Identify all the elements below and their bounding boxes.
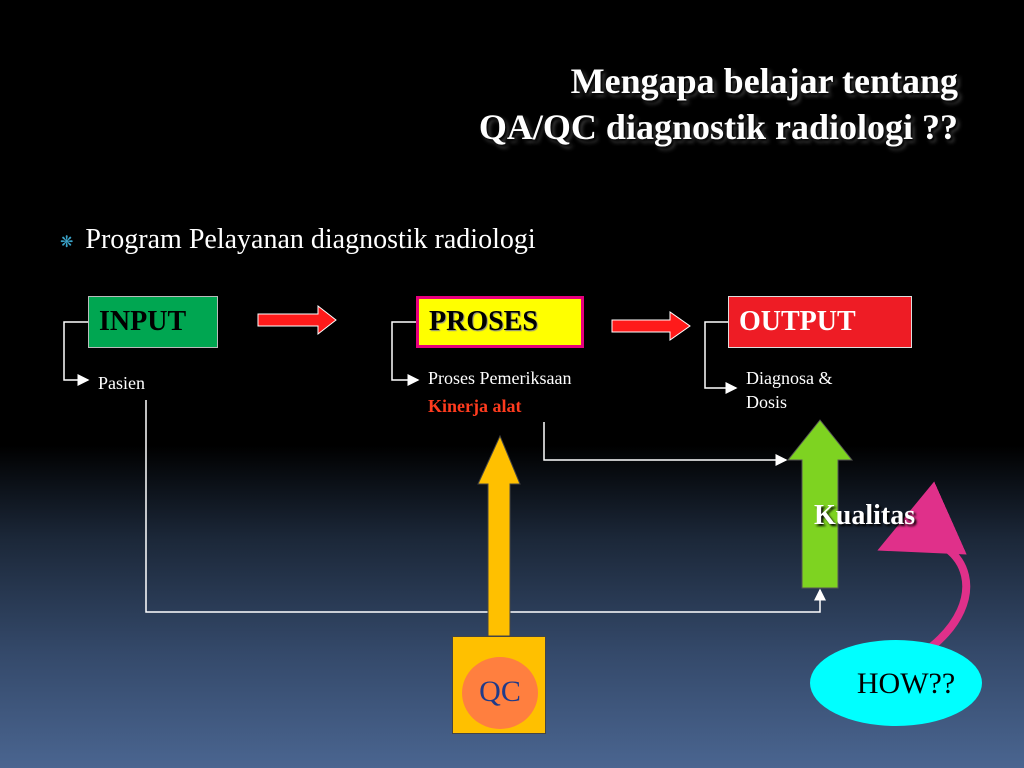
title-line-1: Mengapa belajar tentang xyxy=(570,61,958,101)
slide-title: Mengapa belajar tentang QA/QC diagnostik… xyxy=(479,58,958,150)
pasien-label: Pasien xyxy=(98,373,145,393)
diagnosa-line-1: Diagnosa & xyxy=(746,368,833,388)
diagnosa-line-2: Dosis xyxy=(746,392,788,412)
kinerja-to-kualitas-line xyxy=(543,422,788,466)
kinerja-alat-label: Kinerja alat xyxy=(428,396,522,416)
bullet-item: ❋ Program Pelayanan diagnostik radiologi xyxy=(60,224,536,256)
bullet-text: Program Pelayanan diagnostik radiologi xyxy=(85,224,536,255)
qc-ellipse xyxy=(462,657,538,729)
kualitas-up-arrow xyxy=(786,419,854,589)
qc-label: QC xyxy=(479,675,521,708)
output-box: OUTPUT xyxy=(728,296,912,348)
output-to-diagnosa-connector xyxy=(704,321,738,394)
proses-label: PROSES xyxy=(429,306,538,337)
title-line-2: QA/QC diagnostik radiologi ?? xyxy=(478,107,958,147)
kualitas-label: Kualitas xyxy=(814,500,916,531)
how-ellipse xyxy=(810,640,982,726)
how-label: HOW?? xyxy=(856,667,956,700)
input-to-pasien-connector xyxy=(63,321,90,386)
proses-to-output-arrow xyxy=(611,311,691,341)
input-label: INPUT xyxy=(99,306,187,337)
output-label: OUTPUT xyxy=(739,306,856,337)
proses-box: PROSES xyxy=(416,296,584,348)
pasien-to-kualitas-line xyxy=(145,400,826,613)
diagnosa-dosis-label: Diagnosa & Dosis xyxy=(746,366,832,414)
qc-up-arrow xyxy=(477,434,521,637)
proses-to-label-connector xyxy=(391,321,420,386)
bullet-icon: ❋ xyxy=(60,233,74,251)
input-box: INPUT xyxy=(88,296,218,348)
how-to-kualitas-curved-arrow xyxy=(877,481,971,652)
input-to-proses-arrow xyxy=(257,304,337,336)
proses-pemeriksaan-label: Proses Pemeriksaan xyxy=(428,368,572,388)
